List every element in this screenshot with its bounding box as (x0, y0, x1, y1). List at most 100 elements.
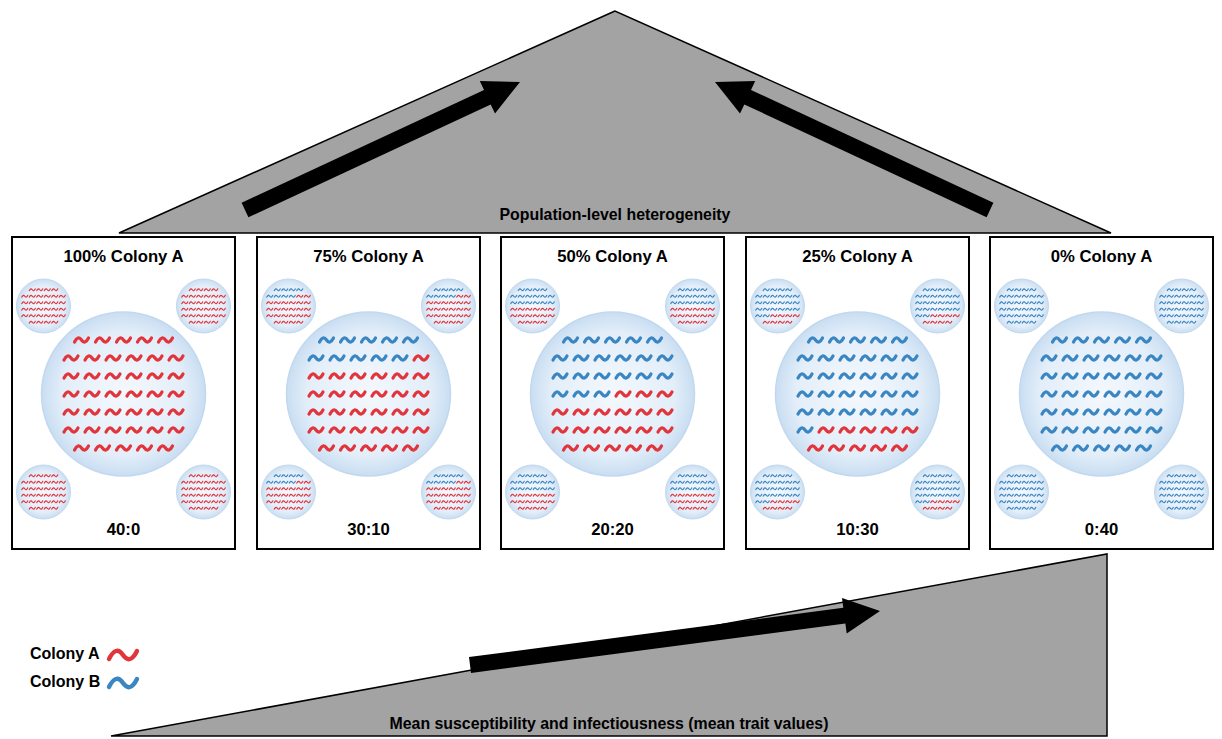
worm (819, 374, 833, 378)
worm (916, 481, 922, 483)
worm (916, 501, 922, 503)
worm (169, 356, 183, 360)
worm (678, 488, 684, 490)
worm (449, 308, 455, 310)
worm (189, 321, 195, 323)
shape-outline (118, 10, 1112, 234)
worm (393, 356, 407, 360)
worm (564, 338, 578, 342)
small-dish (751, 465, 805, 519)
worm (1190, 481, 1196, 483)
worm (289, 501, 295, 503)
worm (686, 475, 692, 477)
worm (414, 410, 428, 414)
worm (1030, 475, 1036, 477)
worm (52, 501, 58, 503)
worm (541, 315, 547, 317)
worm (923, 507, 929, 509)
worm (1116, 338, 1130, 342)
worm (304, 315, 310, 317)
worm (1022, 475, 1028, 477)
worm (778, 321, 784, 323)
worm (289, 289, 295, 291)
worm (686, 501, 692, 503)
worm (182, 494, 188, 496)
worm (771, 302, 777, 304)
worm (708, 488, 714, 490)
worm (1030, 308, 1036, 310)
worm (819, 356, 833, 360)
small-dish (422, 465, 476, 519)
worm (309, 374, 323, 378)
worm (44, 475, 50, 477)
worm (1175, 488, 1181, 490)
worm (771, 494, 777, 496)
panel-title: 75% Colony A (258, 247, 479, 267)
worm (457, 475, 463, 477)
worm (786, 488, 792, 490)
worm (946, 289, 952, 291)
worm (449, 501, 455, 503)
worm (548, 494, 554, 496)
worm (1190, 321, 1196, 323)
worm (1015, 308, 1021, 310)
worm (548, 501, 554, 503)
worm (148, 392, 162, 396)
worm (1175, 315, 1181, 317)
worm (1160, 302, 1166, 304)
worm (686, 302, 692, 304)
worm (686, 308, 692, 310)
worm (219, 481, 225, 483)
worm (756, 302, 762, 304)
worm-swatch (106, 673, 140, 691)
worm (946, 481, 952, 483)
worm (309, 392, 323, 396)
worm (931, 494, 937, 496)
worm (44, 289, 50, 291)
worm (414, 356, 428, 360)
worm (1022, 289, 1028, 291)
worm (189, 302, 195, 304)
worm (372, 410, 386, 414)
worm (1175, 289, 1181, 291)
worm (1190, 315, 1196, 317)
worm (953, 302, 959, 304)
worm (595, 374, 609, 378)
worm (427, 308, 433, 310)
worm (518, 494, 524, 496)
worm (457, 481, 463, 483)
worm (1053, 446, 1067, 450)
worm (1190, 308, 1196, 310)
worm (304, 494, 310, 496)
worm (457, 295, 463, 297)
worm-swatch (106, 645, 140, 663)
worm (786, 321, 792, 323)
worm (106, 356, 120, 360)
worm (693, 289, 699, 291)
worm (297, 321, 303, 323)
worm (763, 302, 769, 304)
worm (1007, 295, 1013, 297)
worm (819, 410, 833, 414)
worm (1190, 302, 1196, 304)
worm (212, 475, 218, 477)
worm (29, 475, 35, 477)
worm (1105, 428, 1119, 432)
worm (693, 308, 699, 310)
worm (1084, 392, 1098, 396)
worm (778, 295, 784, 297)
worm (701, 308, 707, 310)
worm (882, 410, 896, 414)
worm (289, 475, 295, 477)
worm (1190, 295, 1196, 297)
worm (304, 481, 310, 483)
worm (923, 481, 929, 483)
worm (708, 481, 714, 483)
worm (189, 475, 195, 477)
worm (938, 295, 944, 297)
worm (648, 338, 662, 342)
worm (22, 501, 28, 503)
worm (219, 488, 225, 490)
worm (533, 295, 539, 297)
worm (533, 481, 539, 483)
